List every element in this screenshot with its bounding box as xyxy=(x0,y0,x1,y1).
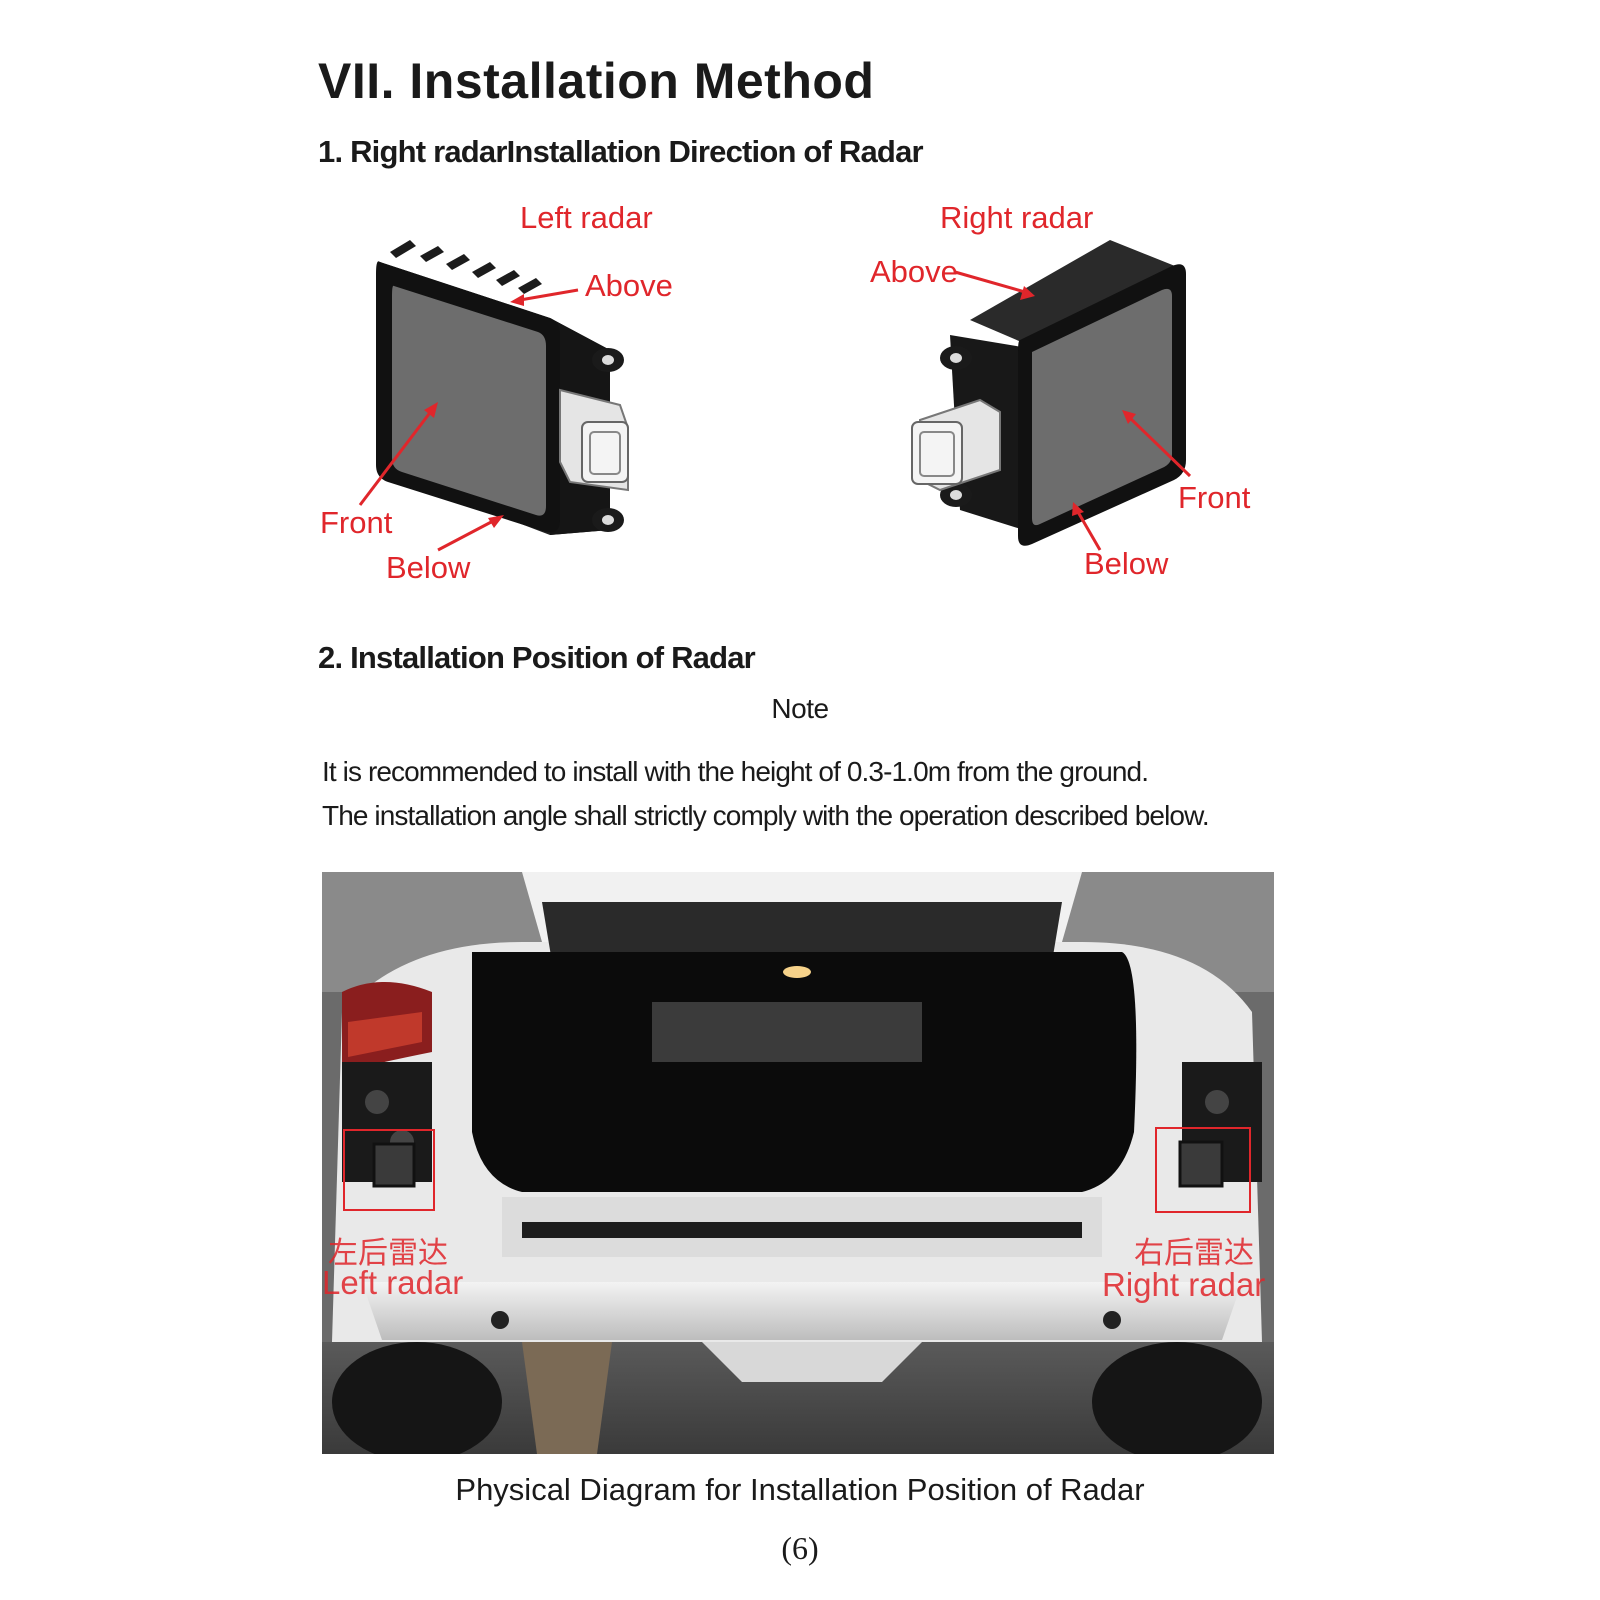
photo-caption: Physical Diagram for Installation Positi… xyxy=(455,1472,1145,1507)
right-radar-title: Right radar xyxy=(940,200,1094,235)
left-radar-below-label: Below xyxy=(386,550,471,585)
right-radar-diagram: Right radar Above Front Below xyxy=(860,200,1280,610)
photo-left-label-cn: 左后雷达 xyxy=(328,1237,448,1270)
left-radar-front-label: Front xyxy=(320,505,393,540)
photo-right-label-cn: 右后雷达 xyxy=(1134,1237,1254,1270)
left-radar-diagram: Left radar Above Front Below xyxy=(320,200,720,610)
right-radar-illustration xyxy=(911,240,1192,551)
right-radar-below-label: Below xyxy=(1084,546,1169,581)
installation-photo: 左后雷达 Left radar 右后雷达 Right radar xyxy=(322,872,1274,1454)
note-height-text: It is recommended to install with the he… xyxy=(322,756,1149,787)
page-title: VII. Installation Method xyxy=(318,53,875,109)
section-heading-position: 2. Installation Position of Radar xyxy=(318,640,756,675)
left-radar-above-label: Above xyxy=(585,268,673,303)
note-angle-text: The installation angle shall strictly co… xyxy=(322,800,1210,831)
left-radar-illustration xyxy=(358,240,629,552)
right-radar-above-label: Above xyxy=(870,254,958,289)
note-title: Note xyxy=(771,693,829,724)
car-rear-illustration xyxy=(322,872,1274,1454)
right-radar-front-label: Front xyxy=(1178,480,1251,515)
photo-left-label-en: Left radar xyxy=(322,1264,464,1301)
photo-right-label-en: Right radar xyxy=(1102,1266,1266,1303)
left-radar-title: Left radar xyxy=(520,200,653,235)
section-heading-direction: 1. Right radarInstallation Direction of … xyxy=(318,134,924,169)
page-number: (6) xyxy=(781,1530,819,1566)
